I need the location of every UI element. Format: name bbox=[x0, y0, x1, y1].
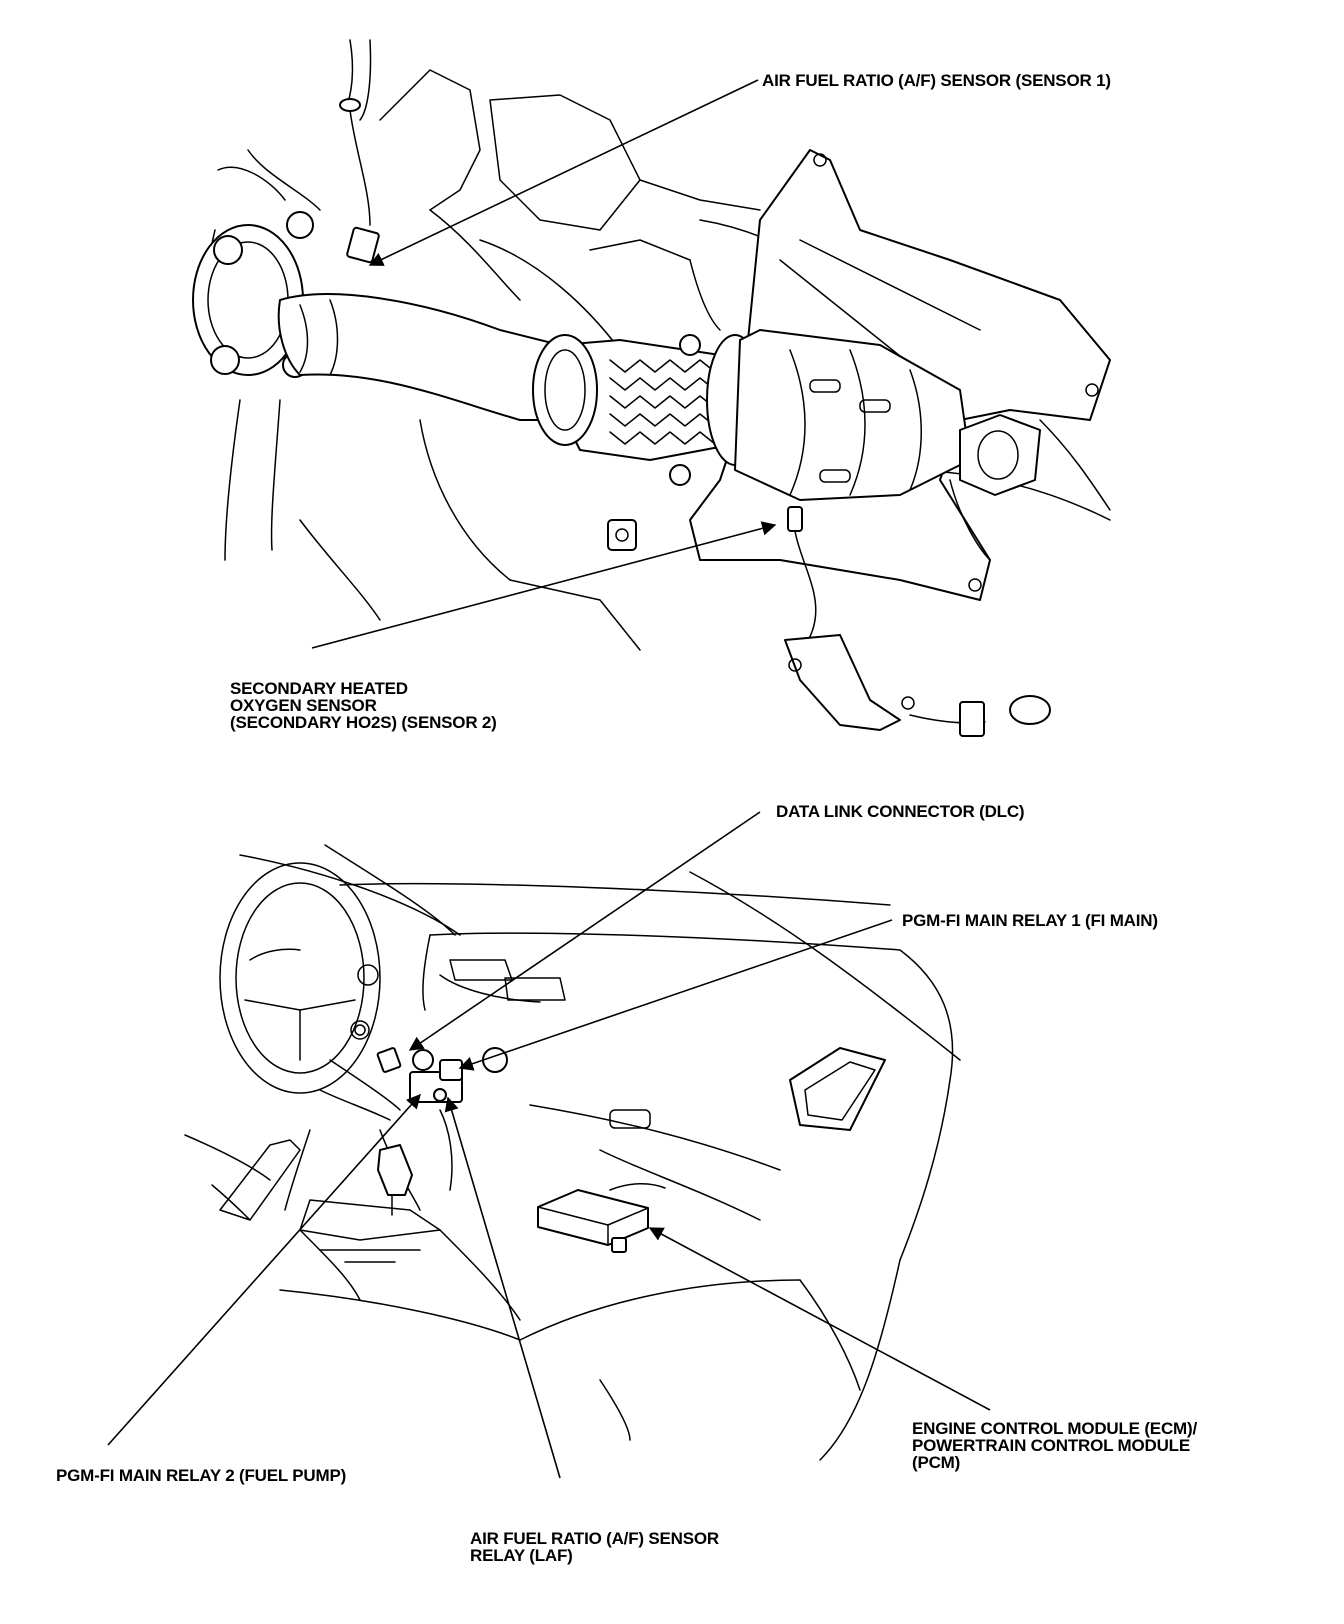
secondary-ho2s-label-line-3: (SECONDARY HO2S) (SENSOR 2) bbox=[230, 713, 497, 732]
ecm-pcm-label: ENGINE CONTROL MODULE (ECM)/ POWERTRAIN … bbox=[912, 1420, 1197, 1471]
top-view-leaders bbox=[311, 79, 777, 649]
ecm-pcm-label-line-1: ENGINE CONTROL MODULE (ECM)/ bbox=[912, 1419, 1197, 1438]
ecm-pcm-label-line-2: POWERTRAIN CONTROL MODULE bbox=[912, 1436, 1191, 1455]
secondary-ho2s-label-line-2: OXYGEN SENSOR bbox=[230, 696, 377, 715]
af-relay-label: AIR FUEL RATIO (A/F) SENSOR RELAY (LAF) bbox=[470, 1530, 719, 1564]
secondary-ho2s-label-line-1: SECONDARY HEATED bbox=[230, 679, 408, 698]
flex-pipe-braid bbox=[609, 359, 716, 445]
af-relay-label-line-2: RELAY (LAF) bbox=[470, 1546, 573, 1565]
af-relay-label-line-1: AIR FUEL RATIO (A/F) SENSOR bbox=[470, 1529, 719, 1548]
af-sensor-label: AIR FUEL RATIO (A/F) SENSOR (SENSOR 1) bbox=[762, 71, 1111, 90]
fi-main-relay-2-label: PGM-FI MAIN RELAY 2 (FUEL PUMP) bbox=[56, 1466, 347, 1485]
ecm-pcm-label-line-3: (PCM) bbox=[912, 1453, 961, 1472]
dashboard-interior-illustration bbox=[184, 844, 961, 1461]
secondary-ho2s-label: SECONDARY HEATED OXYGEN SENSOR (SECONDAR… bbox=[230, 680, 497, 731]
fi-main-relay-1-label: PGM-FI MAIN RELAY 1 (FI MAIN) bbox=[902, 911, 1158, 930]
dlc-label: DATA LINK CONNECTOR (DLC) bbox=[776, 802, 1025, 821]
exhaust-system-illustration bbox=[192, 39, 1111, 737]
bottom-view-leaders bbox=[107, 811, 991, 1479]
